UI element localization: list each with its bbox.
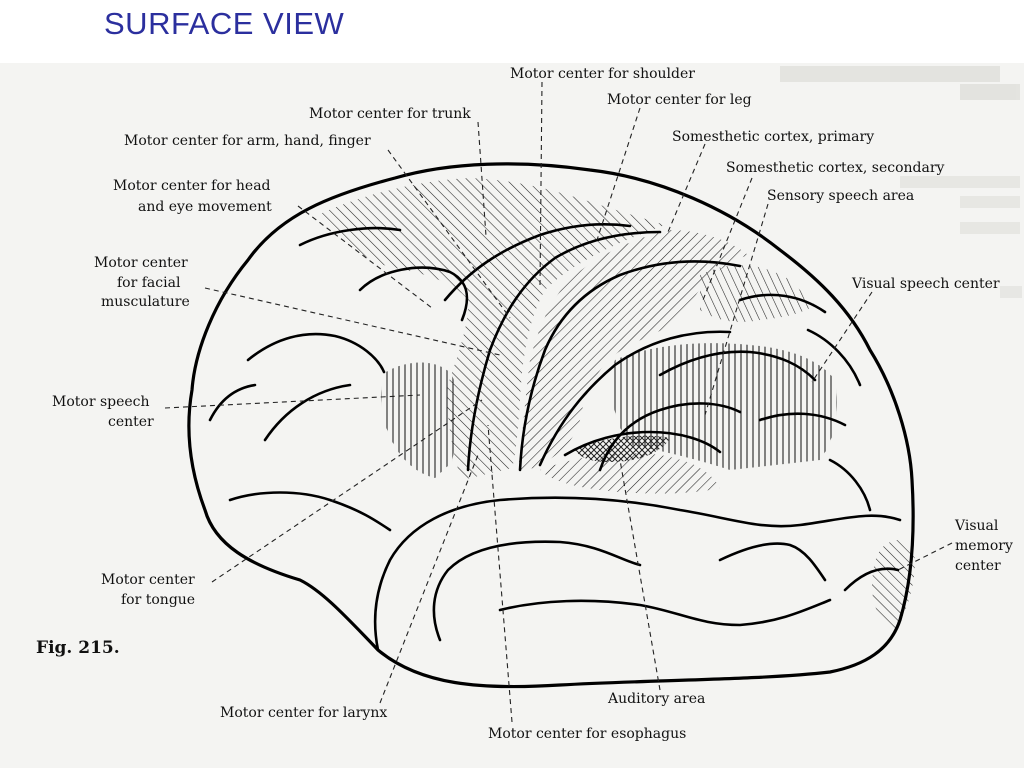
brain-outline: [187, 162, 915, 689]
leader-shoulder: [539, 81, 543, 286]
label-visual-memory-line2: memory: [955, 538, 1013, 554]
label-motor-shoulder: Motor center for shoulder: [510, 66, 695, 82]
leader-larynx: [379, 454, 479, 704]
leader-visual-speech: [811, 291, 873, 383]
leader-arm: [387, 149, 511, 319]
label-larynx: Motor center for larynx: [220, 705, 387, 721]
label-motor-speech-line2: center: [108, 414, 154, 430]
label-visual-memory-line3: center: [955, 558, 1001, 574]
label-facial-line3: musculature: [101, 294, 190, 310]
label-motor-speech-line1: Motor speech: [52, 394, 150, 410]
leader-esophagus: [487, 424, 513, 723]
area-auditory-band: [540, 453, 720, 494]
label-tongue-line1: Motor center: [101, 572, 195, 588]
label-visual-memory-line1: Visual: [954, 518, 999, 534]
label-facial-line1: Motor center: [94, 255, 188, 271]
slide-title: SURFACE VIEW: [104, 6, 345, 41]
area-somesthetic-primary: [518, 230, 748, 470]
label-tongue-line2: for tongue: [121, 592, 195, 608]
label-motor-head-line2: and eye movement: [138, 199, 272, 215]
leader-somesthetic-primary: [667, 143, 706, 233]
leader-facial: [204, 287, 501, 356]
label-sensory-speech: Sensory speech area: [767, 188, 914, 204]
label-visual-speech: Visual speech center: [851, 276, 1000, 292]
figure-labels: Motor center for shoulder Motor center f…: [36, 66, 1013, 742]
area-motor-frontal: [318, 178, 665, 480]
label-motor-head-line1: Motor center for head: [113, 178, 271, 194]
leader-tongue: [211, 399, 483, 583]
label-facial-line2: for facial: [117, 275, 181, 291]
leader-lines: [164, 81, 953, 723]
leader-motor-speech: [164, 394, 421, 409]
leader-sensory-speech: [704, 203, 769, 416]
label-somesthetic-secondary: Somesthetic cortex, secondary: [726, 160, 945, 176]
label-motor-arm: Motor center for arm, hand, finger: [124, 133, 371, 149]
area-speech-motor: [381, 362, 458, 478]
figure-caption: Fig. 215.: [36, 638, 120, 658]
area-auditory-core: [575, 435, 670, 462]
label-somesthetic-primary: Somesthetic cortex, primary: [672, 129, 874, 145]
leader-head: [297, 205, 433, 309]
leader-somesthetic-secondary: [702, 177, 753, 301]
leader-trunk: [477, 121, 487, 237]
label-motor-leg: Motor center for leg: [607, 92, 752, 108]
label-esophagus: Motor center for esophagus: [488, 726, 686, 742]
label-auditory: Auditory area: [607, 691, 705, 707]
leader-auditory: [619, 459, 661, 691]
page-bleed-through: [780, 66, 1022, 298]
area-somesthetic-secondary: [700, 264, 815, 322]
label-motor-trunk: Motor center for trunk: [309, 106, 471, 122]
hatched-areas: [318, 178, 915, 630]
leader-visual-memory: [897, 542, 953, 571]
